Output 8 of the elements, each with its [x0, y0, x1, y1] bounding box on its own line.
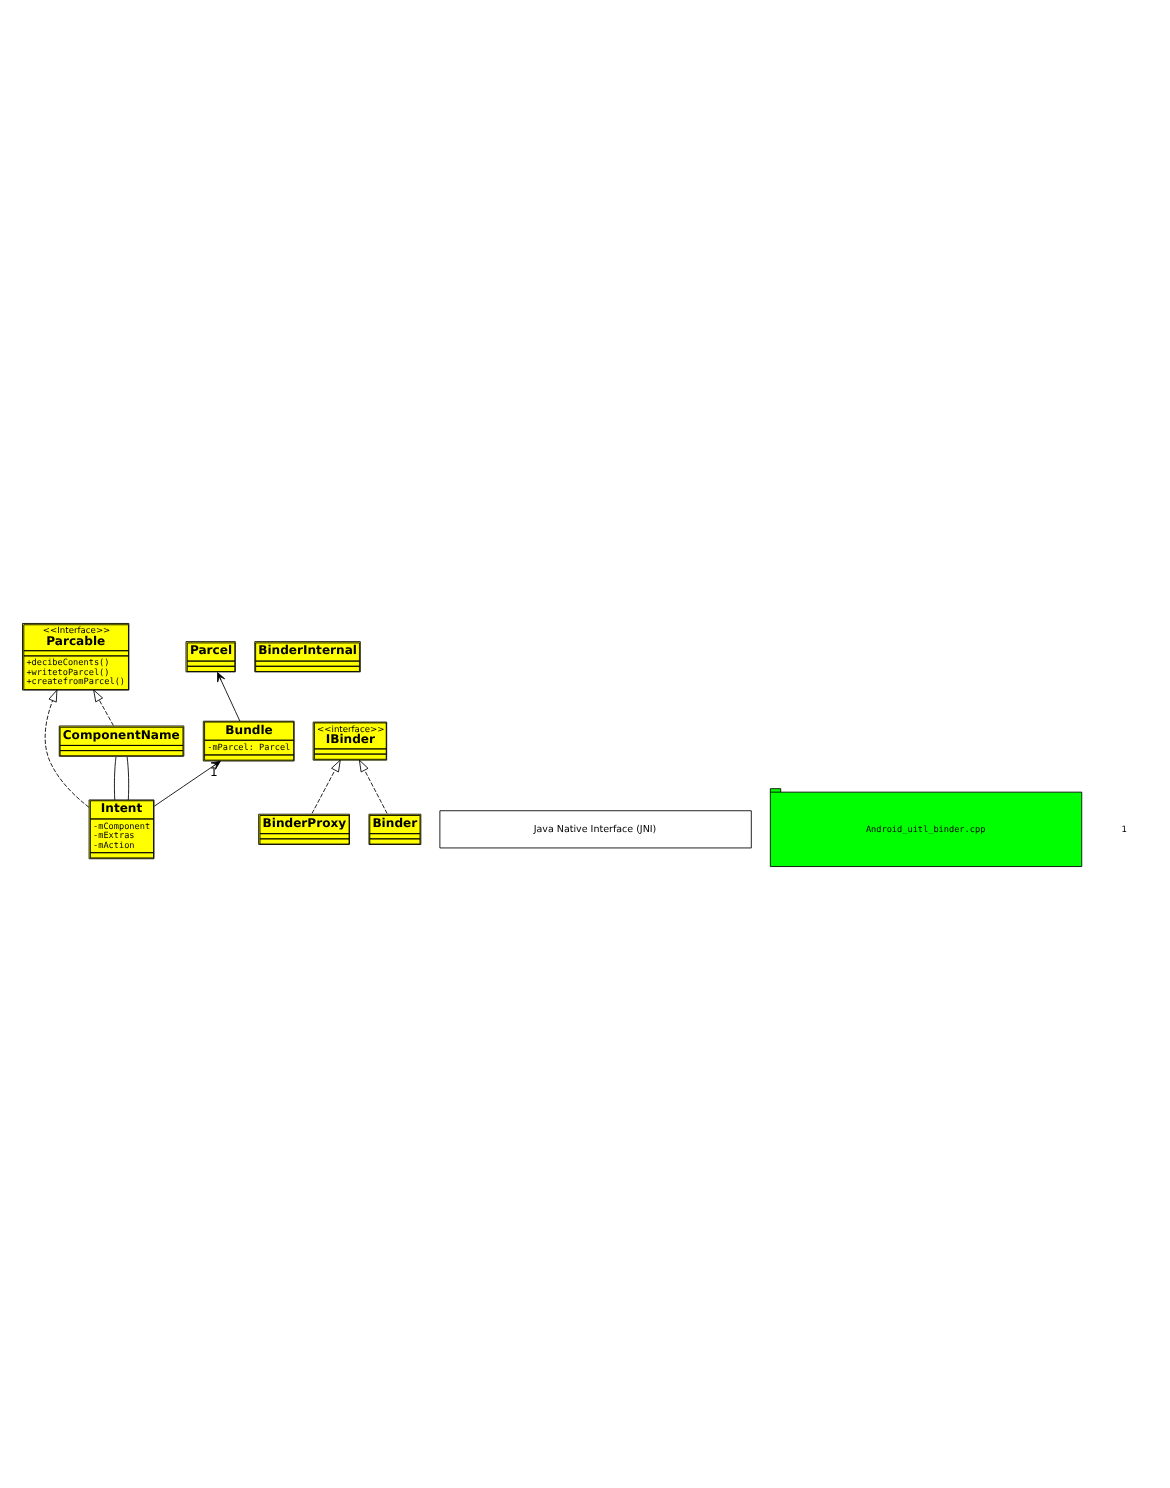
- arrow: [93, 688, 114, 725]
- connector: [113, 755, 117, 800]
- arrow: [358, 758, 388, 813]
- connector: [126, 755, 130, 800]
- arrow: [311, 758, 341, 813]
- arrow: [153, 759, 221, 806]
- arrow: [217, 671, 241, 721]
- arrow: [44, 688, 90, 807]
